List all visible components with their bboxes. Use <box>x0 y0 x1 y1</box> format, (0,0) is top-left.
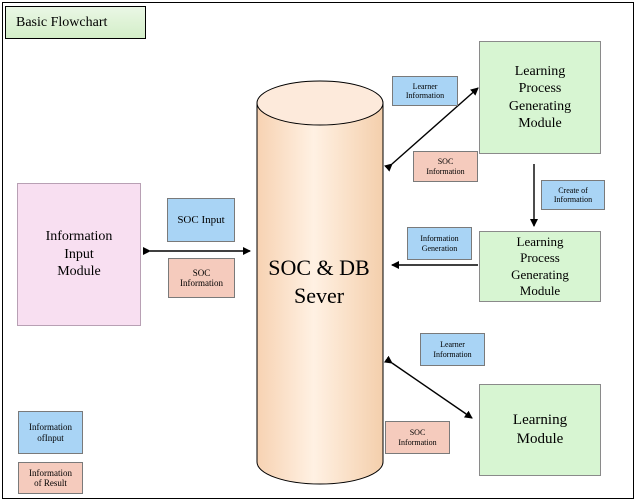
tag-create-of-information-label: Create of Information <box>553 185 593 204</box>
tag-information-generation: Information Generation <box>407 227 472 260</box>
tag-information-generation-label: Information Generation <box>420 234 459 253</box>
tag-soc-input: SOC Input <box>167 198 235 242</box>
tag-create-of-information: Create of Information <box>541 180 605 210</box>
information-input-module-label: Information Input Module <box>45 229 113 280</box>
tag-soc-information-top: SOC Information <box>413 151 478 182</box>
tag-soc-information-bottom-label: SOC Information <box>398 428 437 447</box>
learning-process-generating-module-middle[interactable]: Learning Process Generating Module <box>479 231 601 302</box>
tag-soc-information-bottom: SOC Information <box>385 421 450 454</box>
arrow-server-learning <box>383 355 473 419</box>
tag-soc-information-left: SOC Information <box>168 258 235 298</box>
learning-module-label: Learning Module <box>512 412 568 447</box>
server-cylinder <box>256 80 384 485</box>
legend-information-of-result-label: Information of Result <box>29 467 72 488</box>
legend-information-of-result: Information of Result <box>18 462 83 494</box>
diagram-title: Basic Flowchart <box>5 6 146 39</box>
tag-soc-information-top-label: SOC Information <box>426 157 465 176</box>
server-label: SOC & DB Sever <box>268 255 370 308</box>
tag-learner-information-bottom-label: Learner Information <box>433 340 472 359</box>
tag-learner-information-top-label: Learner Information <box>405 81 445 100</box>
tag-soc-information-left-label: SOC Information <box>180 267 223 288</box>
lpgm-top-label: Learning Process Generating Module <box>508 63 572 132</box>
learning-module[interactable]: Learning Module <box>479 384 601 476</box>
arrow-server-lpgm-top <box>384 87 479 172</box>
lpgm-middle-label: Learning Process Generating Module <box>511 234 569 298</box>
legend-information-of-input-label: Information ofInput <box>29 422 72 443</box>
learning-process-generating-module-top[interactable]: Learning Process Generating Module <box>479 41 601 154</box>
tag-learner-information-bottom: Learner Information <box>420 333 485 366</box>
information-input-module[interactable]: Information Input Module <box>17 183 141 326</box>
tag-learner-information-top: Learner Information <box>392 76 458 106</box>
legend-information-of-input: Information ofInput <box>18 411 83 454</box>
tag-soc-input-label: SOC Input <box>177 213 225 226</box>
